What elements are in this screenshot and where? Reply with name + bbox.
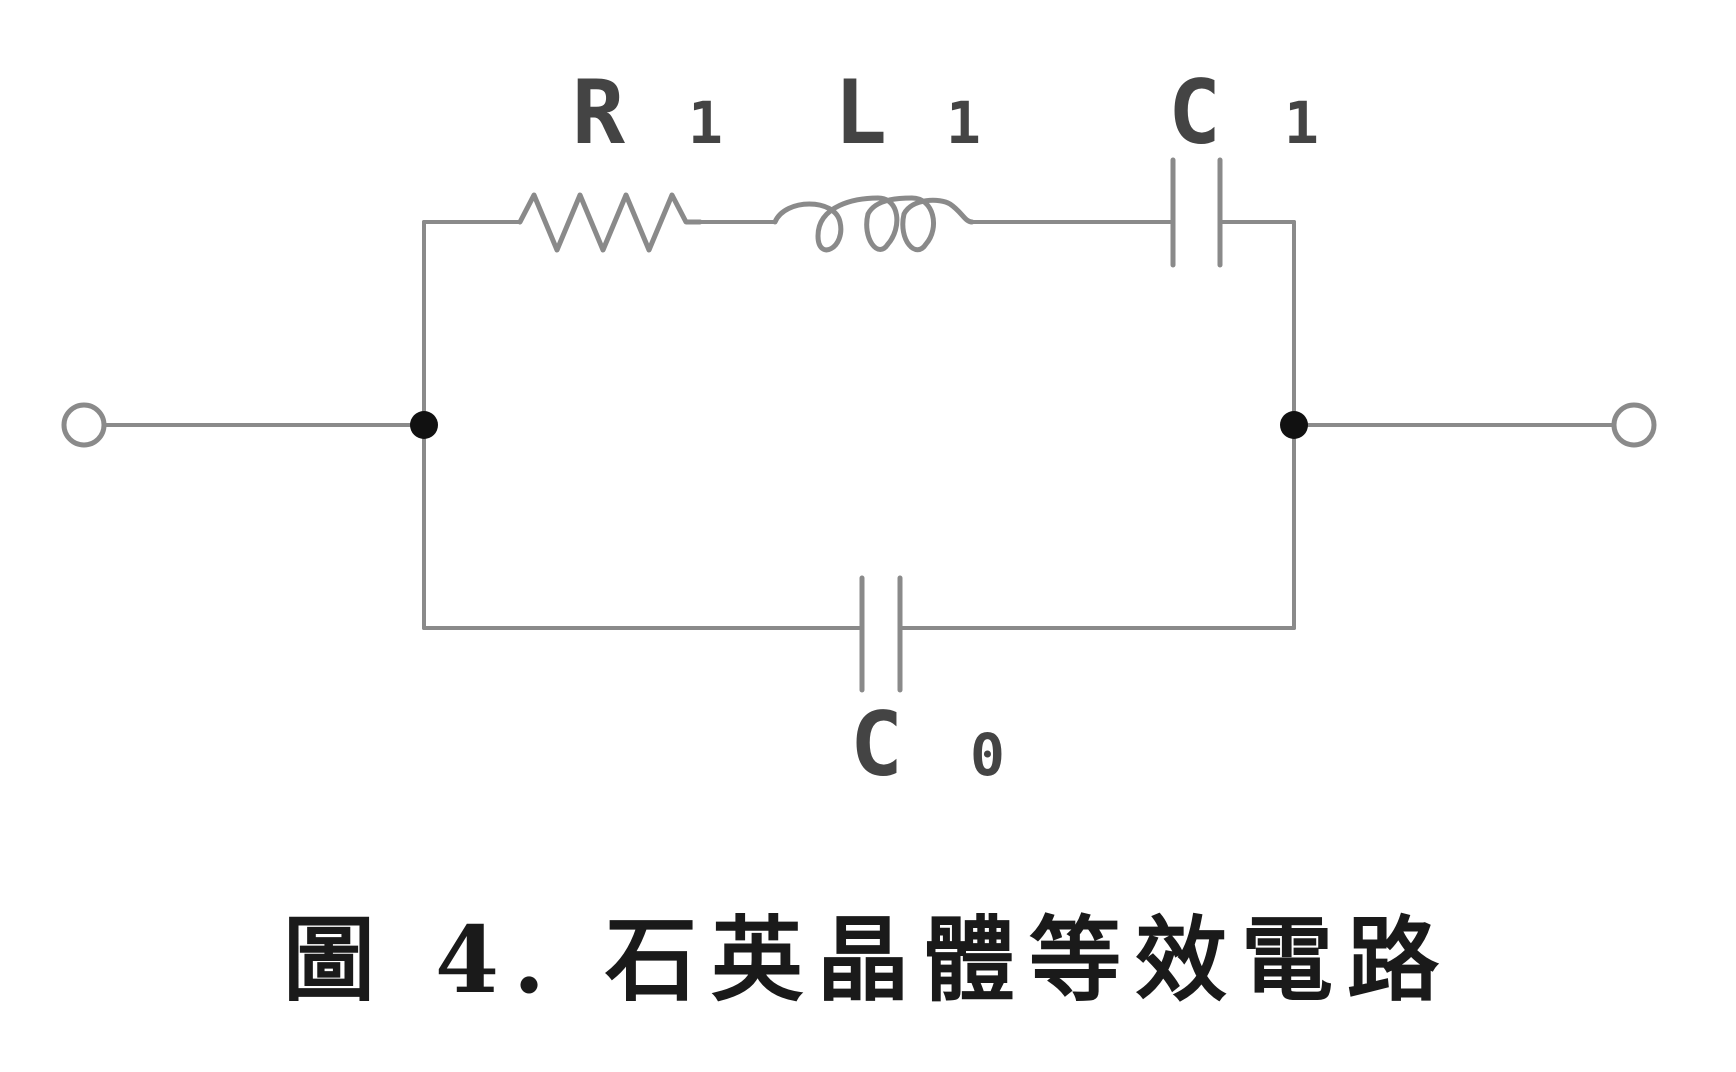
junction-node-left: [410, 411, 438, 439]
junction-node-right: [1280, 411, 1308, 439]
inductor-l1-subscript: 1: [946, 89, 981, 157]
capacitor-c1-label: C 1: [1168, 61, 1319, 164]
resistor-r1-subscript: 1: [688, 89, 723, 157]
inductor-l1-symbol: [772, 195, 975, 253]
inductor-l1-label: L 1: [834, 61, 981, 164]
resistor-r1-label: R 1: [572, 61, 723, 164]
capacitor-c0-subscript: 0: [970, 721, 1005, 789]
resistor-r1-letter: R: [572, 61, 625, 164]
output-terminal: [1611, 402, 1657, 448]
resistor-r1-symbol: [517, 192, 703, 253]
figure-caption: 圖 4. 石英晶體等效電路: [282, 906, 1454, 1014]
capacitor-c0-label: C 0: [850, 693, 1005, 796]
capacitor-c0-letter: C: [850, 693, 903, 796]
input-terminal: [61, 402, 107, 448]
capacitor-c1-letter: C: [1168, 61, 1221, 164]
inductor-l1-letter: L: [834, 61, 887, 164]
capacitor-c1-subscript: 1: [1284, 89, 1319, 157]
